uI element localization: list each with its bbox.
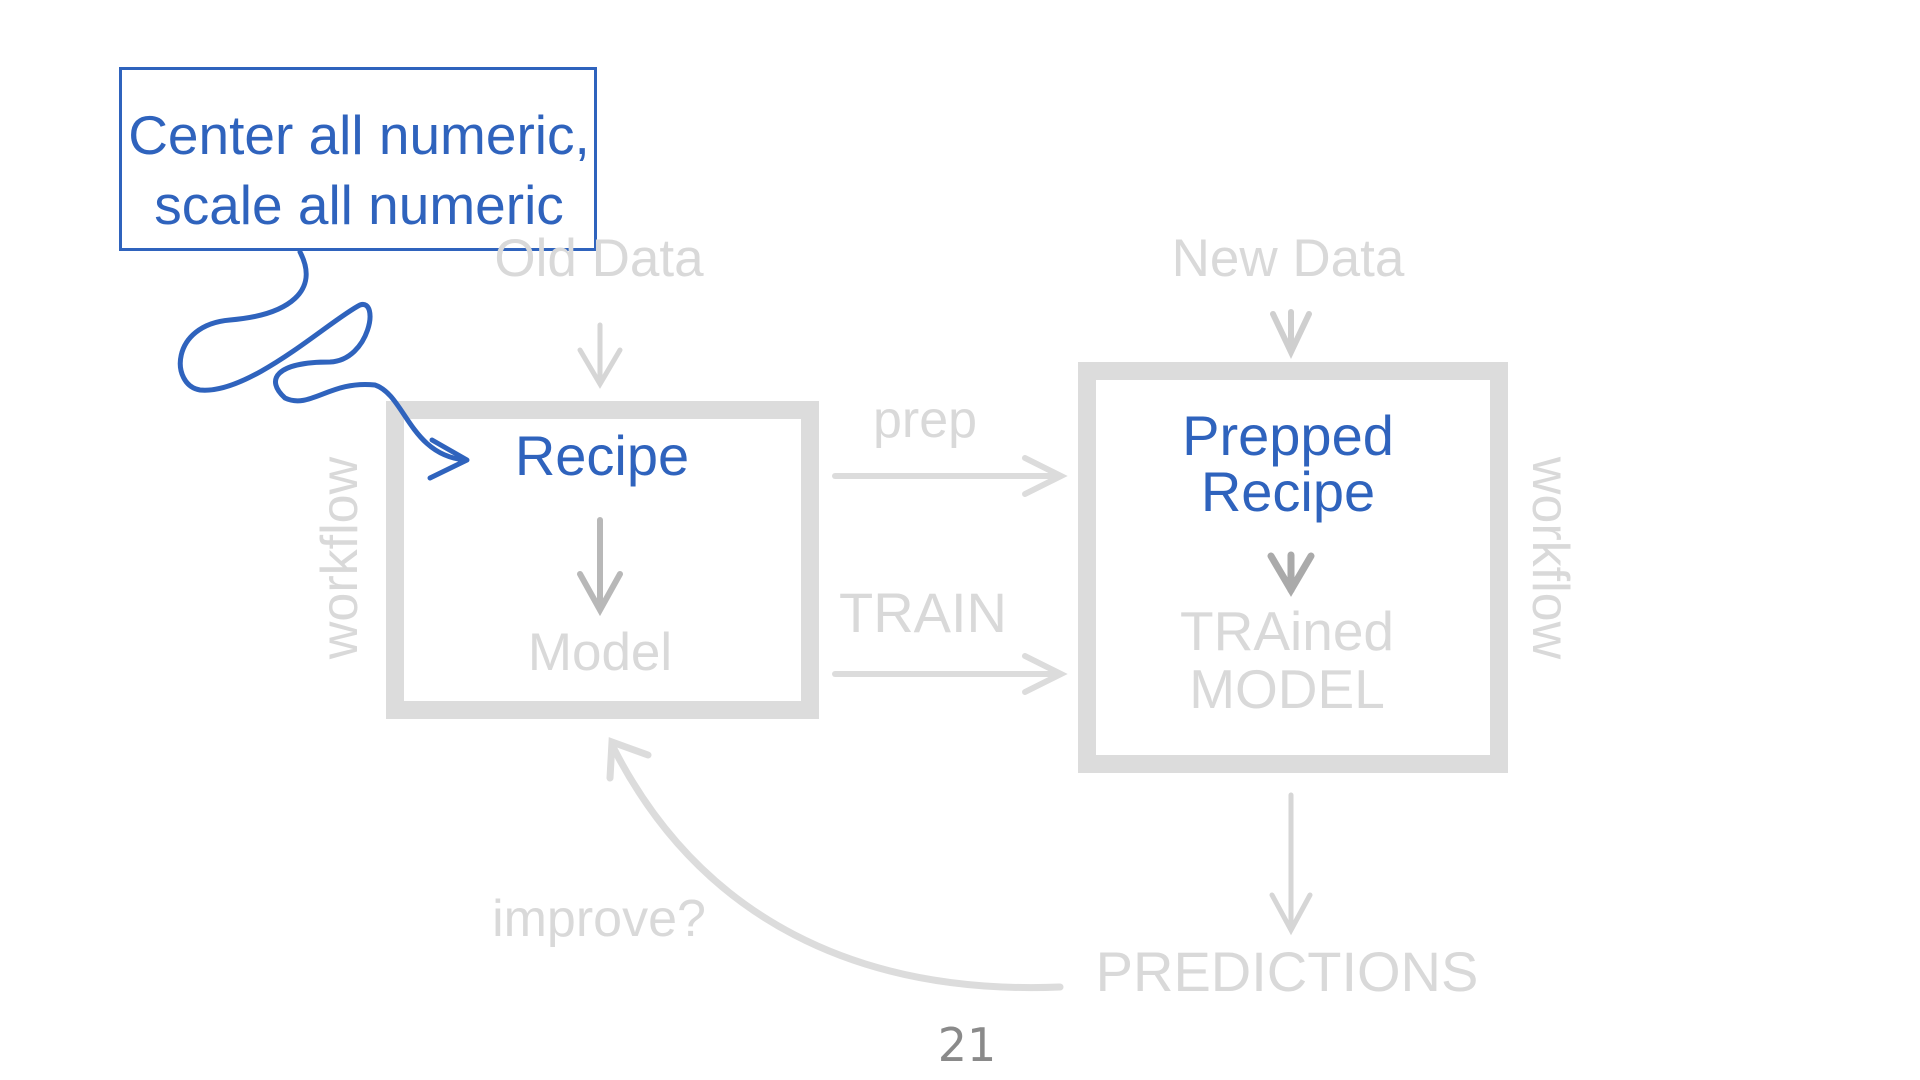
prep-label: prep	[872, 391, 978, 449]
recipe-to-model-arrow	[577, 517, 623, 617]
trained-label-line1: TRAined	[1180, 600, 1394, 662]
callout-text: Center all numeric, scale all numeric	[128, 104, 590, 236]
right-workflow-label: workflow	[1521, 456, 1579, 660]
trained-label-line2: MODEL	[1189, 658, 1385, 720]
page-number: 21	[937, 1018, 997, 1072]
right-workflow-box	[1078, 362, 1508, 773]
predictions-arrow	[1269, 792, 1313, 936]
callout-squiggle-arrow	[177, 249, 470, 481]
prepped-to-trained-arrow	[1267, 551, 1315, 597]
improve-label: improve?	[492, 890, 706, 948]
prepped-label-line1: Prepped	[1182, 404, 1394, 467]
train-arrow	[832, 653, 1068, 695]
predictions-label: PREDICTIONS	[1095, 940, 1479, 1003]
old-data-label: Old Data	[494, 229, 704, 288]
new-data-arrow	[1270, 309, 1312, 360]
prep-arrow	[832, 455, 1068, 497]
left-workflow-box	[386, 401, 819, 719]
improve-feedback-arrow	[606, 737, 1064, 992]
callout-box: Center all numeric, scale all numeric	[119, 67, 597, 251]
model-label: Model	[527, 623, 673, 682]
train-label: TRAIN	[839, 581, 1007, 644]
left-workflow-label: workflow	[311, 456, 369, 660]
prepped-label-line2: Recipe	[1200, 460, 1376, 523]
new-data-label: New Data	[1171, 229, 1405, 288]
old-data-arrow	[577, 322, 623, 389]
recipe-label: Recipe	[514, 424, 690, 487]
